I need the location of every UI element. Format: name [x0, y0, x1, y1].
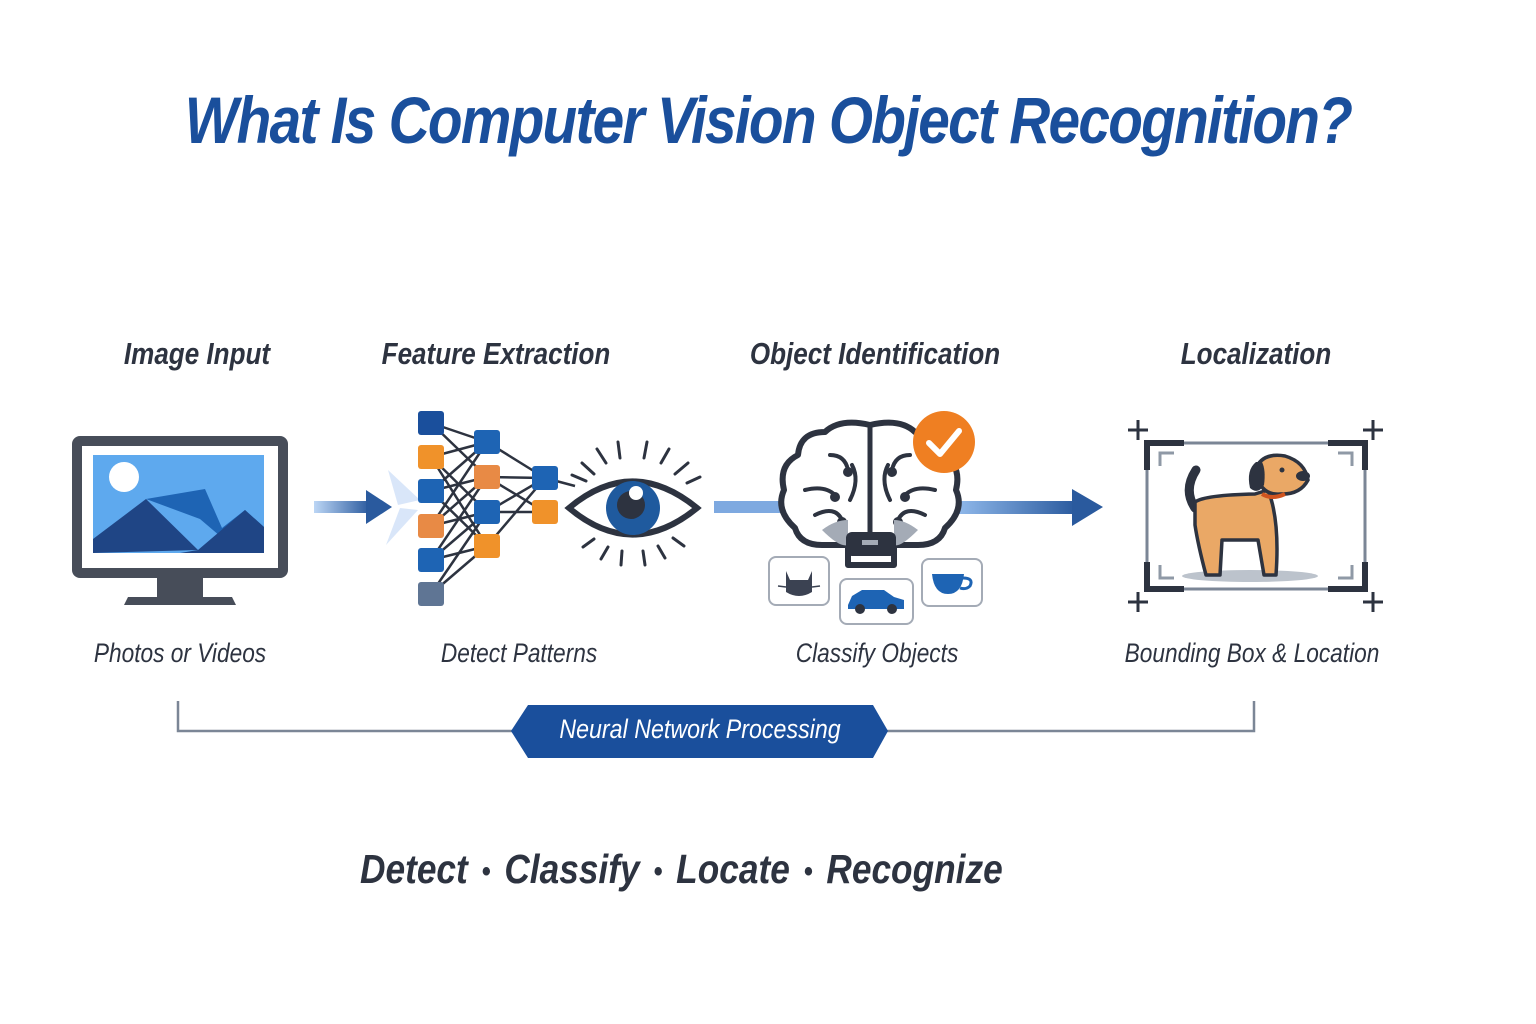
dog-icon: [1182, 453, 1318, 582]
step-title-localization: Localization: [1180, 336, 1332, 371]
monitor-image-icon: [72, 436, 288, 605]
separator-dot: •: [803, 855, 813, 889]
step-caption-object-identification: Classify Objects: [795, 638, 959, 668]
neural-network-nodes: [418, 411, 558, 606]
tagline: Detect • Classify • Locate • Recognize: [360, 846, 1003, 893]
separator-dot: •: [653, 855, 663, 889]
step-caption-image-input: Photos or Videos: [93, 638, 267, 668]
step-title-feature-extraction: Feature Extraction: [381, 336, 611, 371]
tagline-item-locate: Locate: [676, 846, 790, 892]
step-title-image-input: Image Input: [123, 336, 271, 371]
cup-icon: [921, 558, 983, 607]
arrow-1-icon: [314, 470, 420, 545]
step-caption-localization: Bounding Box & Location: [1124, 638, 1380, 668]
eye-icon: [564, 440, 702, 567]
page-title: What Is Computer Vision Object Recogniti…: [184, 83, 1353, 157]
car-icon: [839, 578, 914, 625]
tagline-item-recognize: Recognize: [826, 846, 1003, 892]
neural-network-banner: [511, 705, 888, 758]
cat-icon: [768, 556, 830, 606]
tagline-item-detect: Detect: [360, 846, 468, 892]
processing-bracket: [176, 701, 1256, 733]
check-badge-icon: [913, 411, 975, 473]
separator-dot: •: [481, 855, 491, 889]
step-title-object-identification: Object Identification: [749, 336, 1001, 371]
arrow-2-icon: [714, 501, 794, 513]
brain-icon: [778, 419, 962, 568]
arrow-3-icon: [958, 489, 1103, 526]
banner-label: Neural Network Processing: [559, 714, 841, 744]
tagline-item-classify: Classify: [504, 846, 640, 892]
bounding-box-icon: [1128, 420, 1383, 612]
step-caption-feature-extraction: Detect Patterns: [440, 638, 598, 668]
